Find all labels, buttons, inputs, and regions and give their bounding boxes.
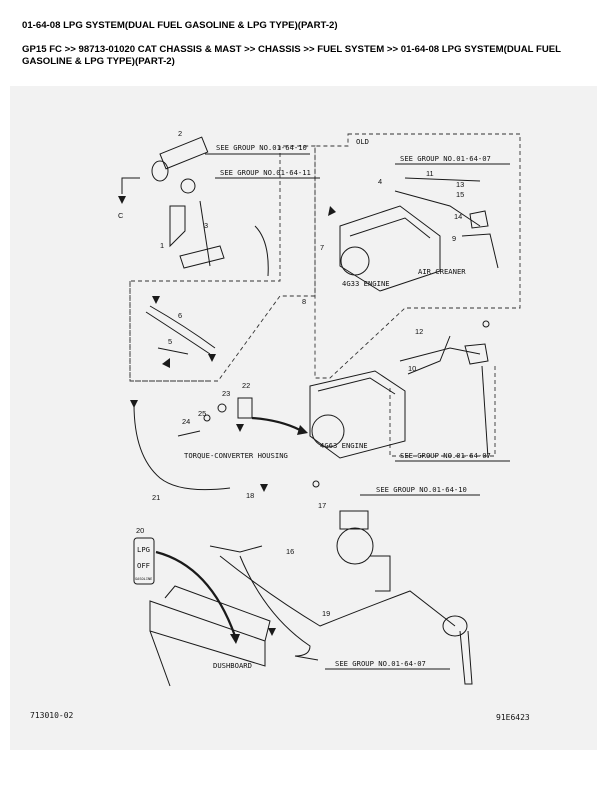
- svg-text:4: 4: [378, 177, 382, 186]
- reference-callout-4: SEE GROUP NO.01-64-07: [395, 451, 510, 462]
- arrow-head-engine: [297, 425, 308, 435]
- arrow-a-old: [328, 206, 336, 216]
- svg-text:GASOLINE: GASOLINE: [135, 577, 152, 581]
- svg-text:22: 22: [242, 381, 250, 390]
- cable-19-end: [239, 555, 319, 661]
- cable-19: [219, 555, 456, 627]
- svg-text:13: 13: [456, 180, 464, 189]
- svg-text:19: 19: [322, 609, 330, 618]
- engine-4g33-label: 4G33 ENGINE: [342, 279, 390, 288]
- svg-text:SEE GROUP NO.01-64-07: SEE GROUP NO.01-64-07: [335, 659, 426, 668]
- svg-text:SEE GROUP NO.01-64-07: SEE GROUP NO.01-64-07: [400, 451, 491, 460]
- arrow-head-switch: [230, 634, 240, 644]
- view-letter-c-top: C: [118, 211, 124, 220]
- svg-text:18: 18: [246, 491, 254, 500]
- figure-code: 91E6423: [496, 713, 530, 722]
- engine-4g63: [309, 335, 489, 459]
- svg-text:15: 15: [456, 190, 464, 199]
- svg-text:12: 12: [415, 327, 423, 336]
- sensor-unit: [442, 615, 473, 685]
- bracket-assembly: [177, 397, 253, 437]
- reference-callout-5: SEE GROUP NO.01-64-10: [360, 485, 480, 496]
- svg-text:SEE GROUP NO.01-64-10: SEE GROUP NO.01-64-10: [376, 485, 467, 494]
- arrow-a-lower: [260, 484, 268, 492]
- vaporizer-assembly: [121, 136, 269, 277]
- svg-text:11: 11: [426, 169, 434, 178]
- reference-callout-3: SEE GROUP NO.01-64-07: [395, 154, 510, 165]
- lpg-hoses: [145, 305, 216, 355]
- svg-text:SEE GROUP NO.01-64-11: SEE GROUP NO.01-64-11: [220, 168, 311, 177]
- pointer-arrow-engine: [251, 416, 301, 431]
- svg-text:1: 1: [160, 241, 164, 250]
- svg-text:6: 6: [178, 311, 182, 320]
- svg-text:10: 10: [408, 364, 416, 373]
- svg-text:24: 24: [182, 417, 190, 426]
- dashed-boundary-old: [314, 133, 521, 379]
- dashed-boundary-left: [129, 281, 210, 382]
- dashboard-panel: [149, 585, 271, 687]
- svg-text:5: 5: [168, 337, 172, 346]
- dashed-boundary-right: [389, 366, 496, 457]
- reference-callout-6: SEE GROUP NO.01-64-07: [325, 659, 450, 670]
- air-cleaner-label: AIR CREANER: [418, 267, 466, 276]
- diagram-panel: SEE GROUP NO.01-64-10 SEE GROUP NO.01-64…: [10, 86, 597, 750]
- svg-text:16: 16: [286, 547, 294, 556]
- breadcrumb: GP15 FC >> 98713-01020 CAT CHASSIS & MAS…: [22, 44, 561, 67]
- drawing-number: 713010-02: [30, 711, 74, 720]
- arrow-a-dash: [268, 628, 276, 636]
- cable-21: [133, 403, 231, 491]
- svg-text:21: 21: [152, 493, 160, 502]
- svg-text:17: 17: [318, 501, 326, 510]
- engine-4g33: [339, 177, 499, 292]
- regulator-assembly: [209, 510, 391, 592]
- svg-text:SEE GROUP NO.01-64-07: SEE GROUP NO.01-64-07: [400, 154, 491, 163]
- page-title: 01-64-08 LPG SYSTEM(DUAL FUEL GASOLINE &…: [22, 20, 338, 31]
- arrow-c-mid: [152, 296, 160, 304]
- arrow-a-mid: [162, 358, 170, 368]
- arrow-c-top: [118, 196, 126, 204]
- engine-4g63-label: 4G63 ENGINE: [320, 441, 368, 450]
- fitting-17: [312, 480, 320, 488]
- parts-diagram: SEE GROUP NO.01-64-10 SEE GROUP NO.01-64…: [30, 129, 530, 722]
- arrow-b-mid: [208, 354, 216, 362]
- fuel-switch: LPG OFF GASOLINE: [133, 537, 155, 585]
- svg-text:8: 8: [302, 297, 306, 306]
- svg-text:9: 9: [452, 234, 456, 243]
- arrow-bracket: [236, 424, 244, 432]
- reference-callout-1: SEE GROUP NO.01-64-10: [205, 143, 310, 155]
- dashed-boundary-upper: [129, 145, 316, 382]
- svg-text:2: 2: [178, 129, 182, 138]
- svg-text:7: 7: [320, 243, 324, 252]
- fitting-13: [482, 320, 490, 328]
- svg-text:14: 14: [454, 212, 462, 221]
- svg-text:25: 25: [198, 409, 206, 418]
- svg-text:3: 3: [204, 221, 208, 230]
- svg-text:23: 23: [222, 389, 230, 398]
- svg-text:SEE GROUP NO.01-64-10: SEE GROUP NO.01-64-10: [216, 143, 307, 152]
- svg-text:OFF: OFF: [137, 561, 150, 570]
- reference-callout-2: SEE GROUP NO.01-64-11: [215, 168, 320, 179]
- arrow-c-lower: [130, 400, 138, 408]
- svg-text:20: 20: [136, 526, 144, 535]
- part-number-labels: 1 2 3 4 5 6 7 8 9 10 11 12 13 14 15 16 1…: [136, 129, 464, 618]
- svg-text:LPG: LPG: [137, 545, 150, 554]
- pointer-arrow-switch: [155, 550, 237, 637]
- dashboard-label: DUSHBOARD: [213, 661, 252, 670]
- old-label: OLD: [356, 137, 369, 146]
- torque-converter-label: TORQUE-CONVERTER HOUSING: [184, 451, 288, 460]
